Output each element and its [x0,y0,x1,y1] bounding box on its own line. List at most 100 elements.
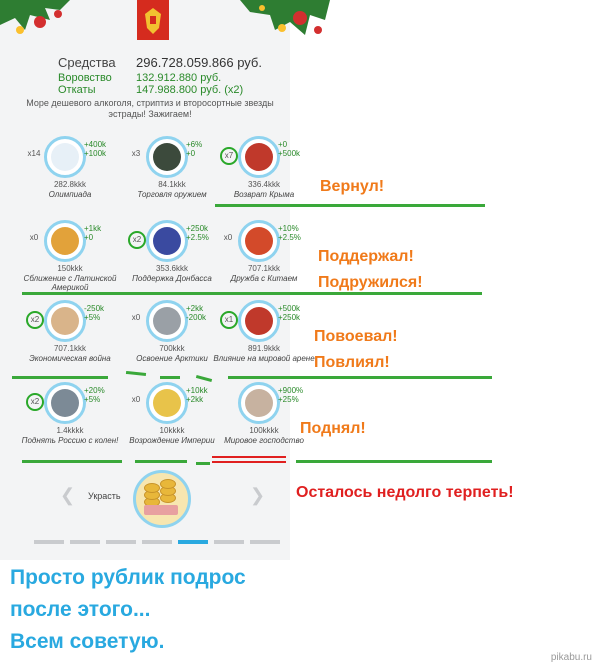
icon-fill [245,389,273,417]
multiplier: x0 [131,395,141,404]
multiplier: x0 [29,233,39,242]
underline [196,462,210,465]
underline [22,292,482,295]
bonus-primary: +250k [186,224,209,233]
item-name: Сближение с Латинской Америкой [23,274,117,292]
price: 353.6kkk [155,264,189,273]
price: 891.9kkk [247,344,281,353]
underline [215,204,485,207]
portrait-icon[interactable] [44,382,86,424]
icon-fill [153,389,181,417]
caption-line-2: после этого... [10,598,151,621]
page-dot[interactable] [214,540,244,544]
icon-fill [51,307,79,335]
icon-fill [245,307,273,335]
red-underline [212,461,286,463]
olympic-icon[interactable] [44,136,86,178]
item-name: Возврат Крыма [233,190,295,199]
icon-fill [245,143,273,171]
bonus-primary: +1kk [84,224,102,233]
theft-label: Воровство [58,72,112,84]
china-icon[interactable] [238,220,280,262]
donbass-emblem-icon[interactable] [146,220,188,262]
annotation-supported: Поддержал! [318,248,414,265]
funds-value: 296.728.059.866 руб. [136,55,262,70]
underline [228,376,492,379]
russia-flag-icon[interactable] [238,300,280,342]
bonus-secondary: -200k [186,313,207,322]
item-name: Олимпиада [48,190,92,199]
item-name: Мировое господство [224,436,304,445]
underline [22,460,122,463]
bonus-primary: +900% [278,386,304,395]
multiplier: x0 [223,233,233,242]
funds-label: Средства [58,55,116,70]
imperial-eagle-icon[interactable] [146,382,188,424]
bonus-primary: +500k [278,304,301,313]
icon-fill [51,143,79,171]
bonus-secondary: +25% [278,395,299,404]
steal-button[interactable] [133,470,191,528]
page-dot[interactable] [142,540,172,544]
chevron-left-icon[interactable]: ❮ [60,485,76,505]
price: 707.1kkk [247,264,281,273]
sombrero-icon[interactable] [44,220,86,262]
page-dot[interactable] [34,540,64,544]
page-dot[interactable] [70,540,100,544]
price: 10kkkk [159,426,185,435]
bonus-secondary: +5% [84,395,101,404]
annotation-raised: Поднял! [300,420,366,437]
annotation-befriended: Подружился! [318,274,423,291]
kickback-value: 147.988.800 руб. (x2) [136,84,244,96]
holiday-decoration [0,0,330,40]
multiplier: x2 [128,231,146,249]
red-underline [212,456,286,458]
multiplier: x0 [131,313,141,322]
underline [160,376,180,379]
arctic-icon[interactable] [146,300,188,342]
item-name: Дружба с Китаем [230,274,298,283]
price: 150kkk [57,264,83,273]
page-dot-active[interactable] [178,540,208,544]
underline [135,460,187,463]
annotation-returned: Вернул! [320,178,385,195]
bonus-primary: +10% [278,224,299,233]
underline [12,376,108,379]
price: 1.4kkkk [56,426,84,435]
item-name: Возрождение Империи [129,436,215,445]
multiplier: x1 [220,311,238,329]
item-name: Торговля оружием [137,190,207,199]
game-panel [0,0,290,560]
helicopter-icon[interactable] [146,136,188,178]
multiplier: x3 [131,149,141,158]
bonus-primary: +400k [84,140,107,149]
leader-icon[interactable] [238,382,280,424]
bonus-primary: +0 [278,140,288,149]
chevron-right-icon[interactable]: ❯ [250,485,266,505]
page-dot[interactable] [250,540,280,544]
page-dot[interactable] [106,540,136,544]
multiplier: x7 [220,147,238,165]
item-name: Влияние на мировой арене [213,354,315,363]
basket-icon[interactable] [44,300,86,342]
bonus-primary: -250k [84,304,105,313]
bonus-secondary: +2kk [186,395,204,404]
bonus-secondary: +0 [84,233,94,242]
bonus-primary: +20% [84,386,105,395]
banknotes-icon [144,505,178,515]
kickback-label: Откаты [58,84,96,96]
bonus-secondary: +5% [84,313,101,322]
crimea-emblem-icon[interactable] [238,136,280,178]
